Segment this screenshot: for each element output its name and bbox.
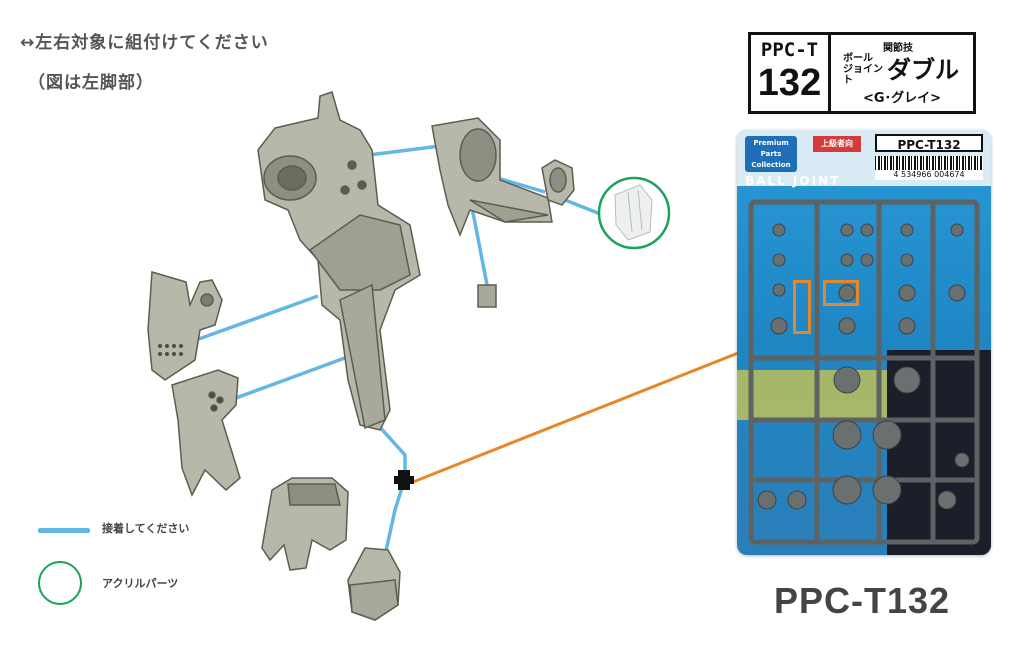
level-badge: 上級者向: [813, 136, 861, 152]
glue-legend-label: 接着してください: [102, 522, 190, 535]
product-label: PPC-T 132 関節技 ボール ジョイント ダブル <G･グレイ>: [748, 32, 976, 114]
highlight-leader-line: [412, 328, 797, 484]
knee-part: [431, 117, 553, 238]
foot-part: [261, 477, 349, 571]
code-number: 132: [757, 62, 822, 104]
sprue-runner: [748, 199, 980, 545]
armor-plate-upper: [147, 271, 223, 381]
acrylic-legend-label: アクリルパーツ: [102, 577, 179, 590]
ankle-part: [347, 547, 401, 621]
acrylic-part-callout: [597, 176, 671, 250]
product-name-block: 関節技 ボール ジョイント ダブル <G･グレイ>: [833, 35, 973, 111]
ball-joint-label: ボール ジョイント: [843, 53, 883, 86]
figure-note: （図は左脚部）: [28, 73, 154, 93]
category-label: 関節技: [883, 43, 913, 54]
code-prefix: PPC-T: [760, 39, 819, 61]
small-block-part: [477, 284, 497, 308]
package-ball-joint-text: BALL JOINT: [745, 174, 841, 188]
armor-plate-lower: [171, 369, 241, 497]
brand-logo: Premium Parts Collection: [745, 136, 797, 172]
barcode-number: 4 534966 004674: [875, 170, 983, 180]
double-label: ダブル: [887, 56, 959, 84]
product-code-block: PPC-T 132: [751, 35, 831, 111]
ball-joint-part: [394, 470, 414, 490]
joint-cap-part: [541, 159, 575, 206]
product-package-image: Premium Parts Collection 上級者向 PPC-T132 4…: [737, 130, 991, 555]
highlight-box-1: [793, 280, 811, 334]
color-label: <G･グレイ>: [863, 91, 941, 106]
thigh-part: [257, 91, 421, 431]
acrylic-legend-circle: [38, 561, 82, 605]
package-code: PPC-T132: [875, 134, 983, 152]
assembly-instruction: ↔左右対象に組付けてください: [20, 33, 269, 53]
glue-legend-line: [38, 528, 90, 533]
highlight-box-2: [823, 280, 859, 306]
product-code-caption: PPC-T132: [774, 580, 951, 621]
